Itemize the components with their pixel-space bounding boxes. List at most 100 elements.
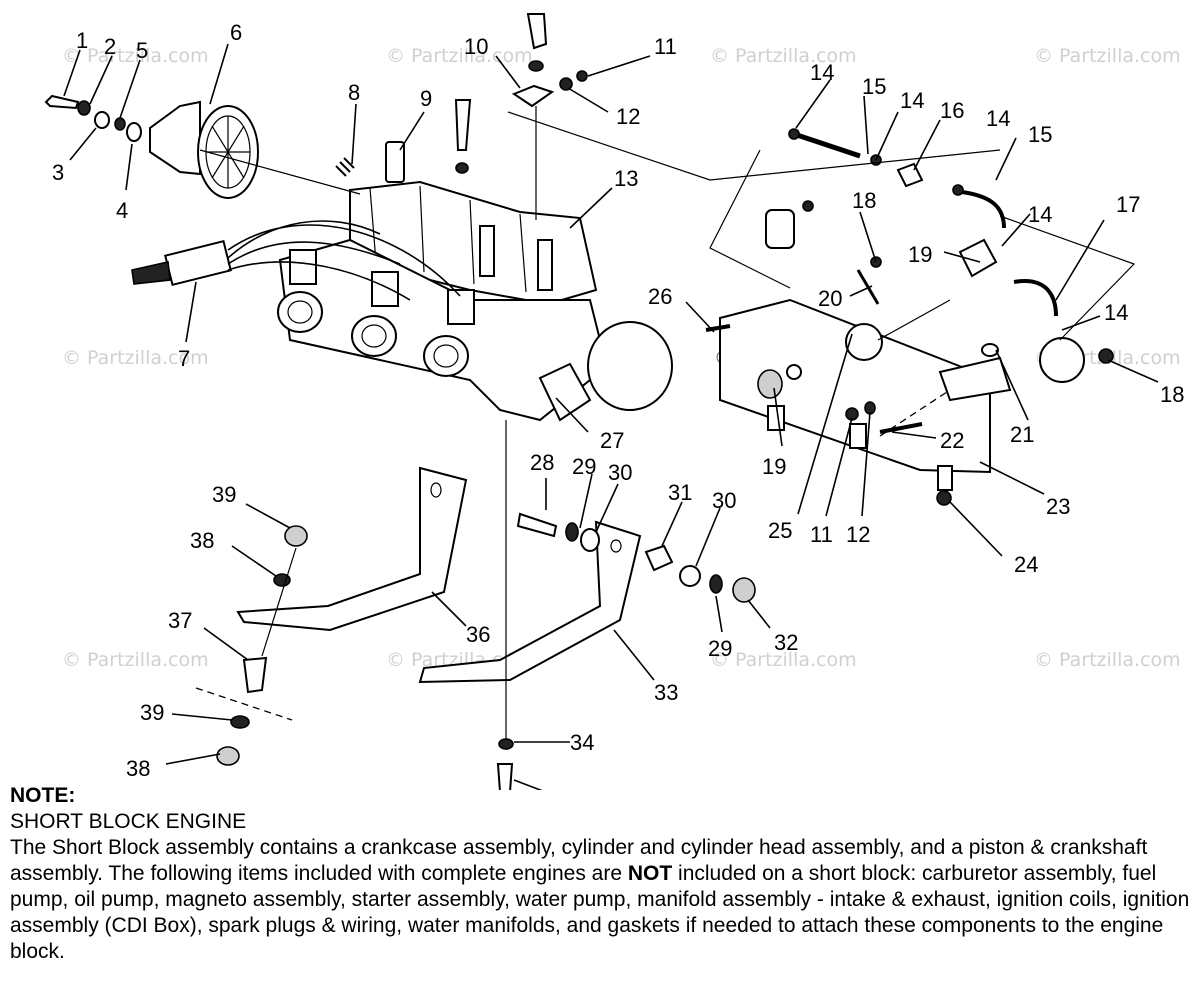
watermark: © Partzilla.com [386,45,533,67]
fuel-line [961,190,1006,229]
assembly-line [195,687,293,721]
o-ring-part [114,117,126,131]
washer-part [786,364,802,380]
assembly-line [507,111,1001,181]
pulley-spokes [206,116,250,188]
bolt-part [516,512,558,538]
plate-nut [757,369,783,399]
carburetor [277,291,323,333]
callout-label: 11 [654,34,677,59]
engine-block-group [131,141,673,422]
washer-part [679,565,701,587]
callout-label: 3 [52,160,64,185]
callout-label: 22 [940,428,964,453]
callout-label: 27 [600,428,624,453]
engine-plate-group [705,298,1012,506]
callout-label: 19 [908,242,932,267]
washer-part [498,738,514,750]
nut-part [1098,348,1114,364]
leader-line [63,43,1159,790]
shaft-part [938,356,1012,402]
nut-part [284,525,308,547]
assembly-line [709,149,791,289]
assembly-line [999,215,1136,341]
watermark: © Partzilla.com [1034,649,1181,671]
fuel-pump [765,209,795,249]
assembly-line [879,389,951,437]
callout-label: 34 [570,730,594,755]
bracket-hole [610,539,622,553]
lock-washer [565,522,579,542]
watermark: © Partzilla.com [62,45,209,67]
callout-label: 35 [560,786,584,790]
carburetor-bore [287,300,313,324]
callout-label: 14 [986,106,1010,131]
bolt-part [526,13,548,50]
callout-label: 14 [900,88,924,113]
callout-label: 14 [1104,300,1128,325]
callout-label: 12 [846,522,870,547]
fuel-filter [896,162,924,188]
nut-part [216,746,240,766]
stud-part [937,465,953,491]
lock-washer [709,574,723,594]
watermark: © Partzilla.com [710,45,857,67]
bracket-part [511,84,555,108]
bushing-part [126,122,142,142]
callout-label: 7 [178,346,190,371]
leader-lines [63,43,1159,790]
nut-part [732,577,756,603]
callout-label: 26 [648,284,672,309]
callout-label: 20 [818,286,842,311]
plug-cap [385,141,405,183]
callout-label: 9 [420,86,432,111]
fuel-line [1013,279,1058,317]
harness-plug [131,261,171,285]
note-heading: SHORT BLOCK ENGINE [10,810,247,833]
assembly-lines [195,106,1136,740]
callout-label: 17 [1116,192,1140,217]
spacer-part [644,544,674,572]
callout-label: 11 [810,522,833,547]
clamp-part [952,184,964,196]
carburetor-bore [361,324,387,348]
washer-part [455,162,469,174]
watermark: © Partzilla.com [710,649,857,671]
callout-label: 37 [168,608,192,633]
washer-part [528,60,544,72]
callout-label: 14 [1028,202,1052,227]
assembly-line [877,299,951,341]
callout-label: 15 [862,74,886,99]
head-stud [537,239,553,291]
washer-part [273,573,291,587]
callout-label: 36 [466,622,490,647]
wiring-harness [227,220,461,301]
mounting-boss [845,323,883,361]
watermark: © Partzilla.com [1034,45,1181,67]
washer-part [580,528,600,552]
mount-brackets-group [216,466,756,790]
callout-label: 30 [608,460,632,485]
callout-label: 4 [116,198,128,223]
mount-bracket-36 [236,466,468,632]
callout-label: 18 [852,188,876,213]
washer-part [77,100,91,116]
stud-part [849,423,867,449]
starter-handle [538,362,592,422]
callout-label: 8 [348,80,360,105]
water-pump-housing [149,100,201,176]
callout-label: 14 [810,60,834,85]
spark-plug [335,157,355,177]
callout-label: 12 [616,104,640,129]
mount-bracket-33 [418,520,642,684]
callout-label: 39 [212,482,236,507]
note-emphasis: NOT [627,862,673,885]
callout-label: 21 [1010,422,1034,447]
nut-part [576,70,588,82]
callout-label: 38 [190,528,214,553]
callout-label: 38 [126,756,150,781]
callout-label: 2 [104,34,116,59]
lock-washer [559,77,573,91]
nut-part [802,200,814,212]
exploded-parts-diagram: © Partzilla.com © Partzilla.com © Partzi… [44,13,1184,790]
